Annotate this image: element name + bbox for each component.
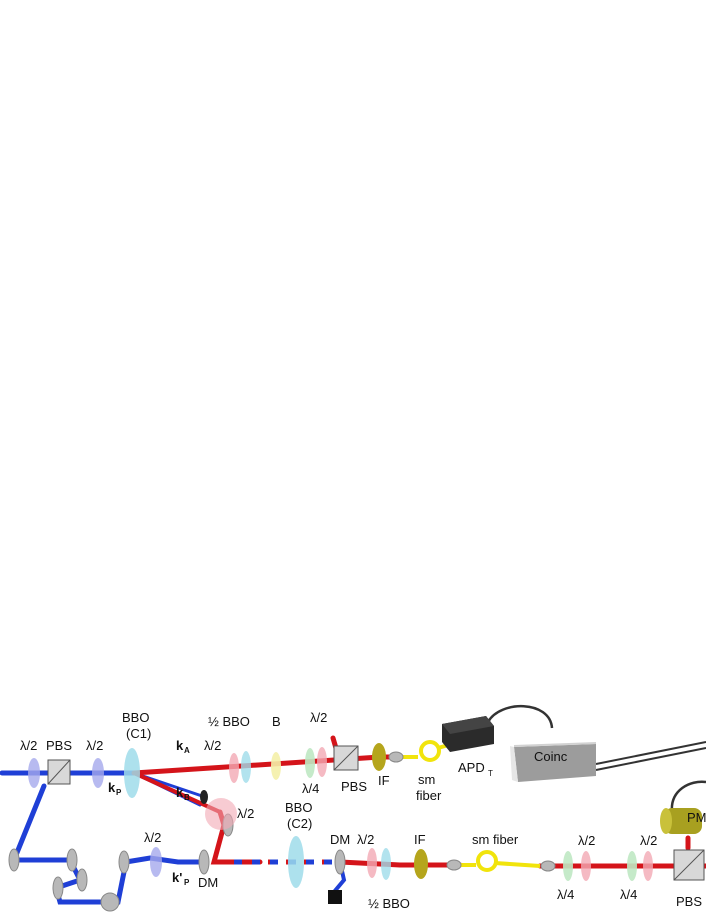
mirror-3 <box>76 868 88 892</box>
pm-cable <box>670 780 706 813</box>
label-bbo-c2: BBO <box>285 800 312 815</box>
label-b-plate: B <box>272 714 281 729</box>
pm-detector <box>660 808 702 834</box>
hwp-2 <box>92 758 104 788</box>
label-bbo-c1-tag: (C1) <box>126 726 151 741</box>
hwp-b1 <box>581 851 591 881</box>
label-dm-right: DM <box>330 832 350 847</box>
hwp-bottom <box>367 848 377 878</box>
label-kA: k <box>176 738 184 753</box>
label-if-bottom: IF <box>414 832 426 847</box>
label-hwp-bottom: λ/2 <box>357 832 374 847</box>
fiber-coupler-b1 <box>446 859 462 871</box>
label-bbo-c1: BBO <box>122 710 149 725</box>
label-pbs-top: PBS <box>341 779 367 794</box>
beam-dump <box>328 890 342 904</box>
qwp-b2 <box>627 851 637 881</box>
half-bbo-top <box>241 751 251 783</box>
apd-t-detector <box>442 716 494 752</box>
label-hwp-b2: λ/2 <box>640 833 657 848</box>
label-pbs-in: PBS <box>46 738 72 753</box>
block-B <box>200 790 208 804</box>
half-bbo-bottom <box>381 848 391 880</box>
pbs-bottom-diag <box>673 849 705 881</box>
label-kP: k <box>108 780 116 795</box>
label-hwp-top: λ/2 <box>310 710 327 725</box>
labels: λ/2 PBS λ/2 BBO (C1) k P k A k B λ/2 ½ B… <box>20 710 706 911</box>
label-apd-t-sub: T <box>488 769 493 778</box>
label-qwp-b1: λ/4 <box>557 887 574 902</box>
label-qwp-b2: λ/4 <box>620 887 637 902</box>
label-coinc: Coinc <box>534 749 568 764</box>
bbo-c1 <box>124 748 140 798</box>
label-kA-sub: A <box>184 746 190 755</box>
mirror-5 <box>100 892 120 912</box>
optics <box>28 743 705 904</box>
bbo-c2 <box>288 836 304 888</box>
hwp-lower-left <box>150 847 162 877</box>
label-half-bbo-top: ½ BBO <box>208 714 250 729</box>
label-apd-t: APD <box>458 760 485 775</box>
pbs-in-diag <box>47 759 71 785</box>
label-dm-left: DM <box>198 875 218 890</box>
label-sm-fiber-bottom: sm fiber <box>472 832 519 847</box>
label-hwp-lower-left: λ/2 <box>144 830 161 845</box>
label-kP-sub: P <box>116 788 122 797</box>
fiber-coupler-top <box>388 751 404 763</box>
label-hwp-b: λ/2 <box>237 806 254 821</box>
hwp-top <box>317 747 327 777</box>
fiber-coupler-b2 <box>540 860 556 872</box>
label-qwp-top: λ/4 <box>302 781 319 796</box>
signal-cable <box>486 704 554 729</box>
coinc-line-2 <box>595 747 706 771</box>
mirror-4 <box>52 876 64 900</box>
if-bottom <box>414 849 428 879</box>
label-kB: k <box>176 785 184 800</box>
mirror-dm-right <box>334 849 346 875</box>
pbs-top-diag <box>333 745 359 771</box>
coinc-box <box>510 742 596 782</box>
label-hwp-2: λ/2 <box>86 738 103 753</box>
label-kB-sub: B <box>184 793 190 802</box>
label-kP2-sub: P <box>184 878 190 887</box>
label-hwp-a: λ/2 <box>204 738 221 753</box>
label-hwp-1: λ/2 <box>20 738 37 753</box>
hwp-b-disk <box>205 798 237 830</box>
mirror-dm-left <box>198 849 210 875</box>
mirror-6 <box>118 850 130 874</box>
coinc-lines <box>595 741 706 765</box>
hwp-1 <box>28 758 40 788</box>
label-half-bbo-bottom: ½ BBO <box>368 896 410 911</box>
label-kP2: k' <box>172 870 182 885</box>
label-sm-fiber-top-2: fiber <box>416 788 442 803</box>
qwp-top <box>305 748 315 778</box>
if-top <box>372 743 386 771</box>
hwp-a <box>229 753 239 783</box>
label-bbo-c2-tag: (C2) <box>287 816 312 831</box>
mirror-2 <box>66 848 78 872</box>
fiber-bottom <box>460 850 541 872</box>
label-hwp-b1: λ/2 <box>578 833 595 848</box>
label-if-top: IF <box>378 773 390 788</box>
label-sm-fiber-top-1: sm <box>418 772 435 787</box>
qwp-b1 <box>563 851 573 881</box>
label-pm: PM <box>687 810 706 825</box>
b-plate <box>271 752 281 780</box>
hwp-b2 <box>643 851 653 881</box>
label-pbs-bottom: PBS <box>676 894 702 909</box>
mirror-1 <box>8 848 20 872</box>
